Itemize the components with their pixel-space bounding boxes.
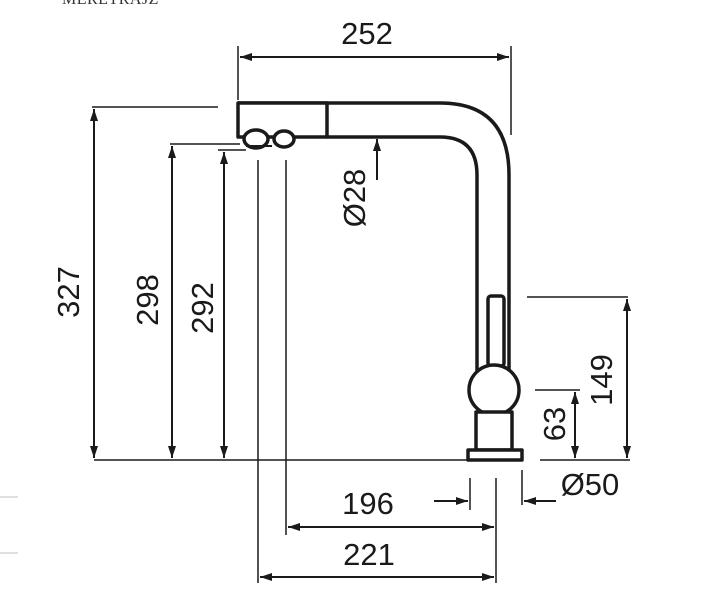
mixer-column: [474, 410, 514, 452]
faucet-outline: [236, 101, 524, 462]
dim-label-pipe-diameter: Ø28: [337, 169, 372, 228]
dim-label-body-height: 63: [537, 407, 572, 441]
dim-label-base-diameter: Ø50: [561, 467, 620, 502]
extension-lines: [92, 46, 630, 583]
dim-label-total-height: 327: [51, 266, 86, 318]
dim-label-lever-height: 149: [584, 354, 619, 406]
aerator-nozzle: [272, 129, 296, 149]
dim-label-spout-height: 298: [130, 274, 165, 326]
dim-label-reach-long: 221: [343, 537, 395, 572]
spout-pipe-inner: [327, 135, 479, 375]
dim-label-top-width: 252: [341, 16, 393, 51]
drawing-caption: MERETRAJZ: [62, 0, 159, 9]
mixer-body: [467, 363, 521, 417]
lever-handle: [486, 294, 506, 368]
aerator-nozzle: [242, 128, 270, 150]
base-plate: [466, 448, 524, 462]
dim-label-reach-short: 196: [342, 486, 394, 521]
dim-label-aerator-height: 292: [185, 282, 220, 334]
